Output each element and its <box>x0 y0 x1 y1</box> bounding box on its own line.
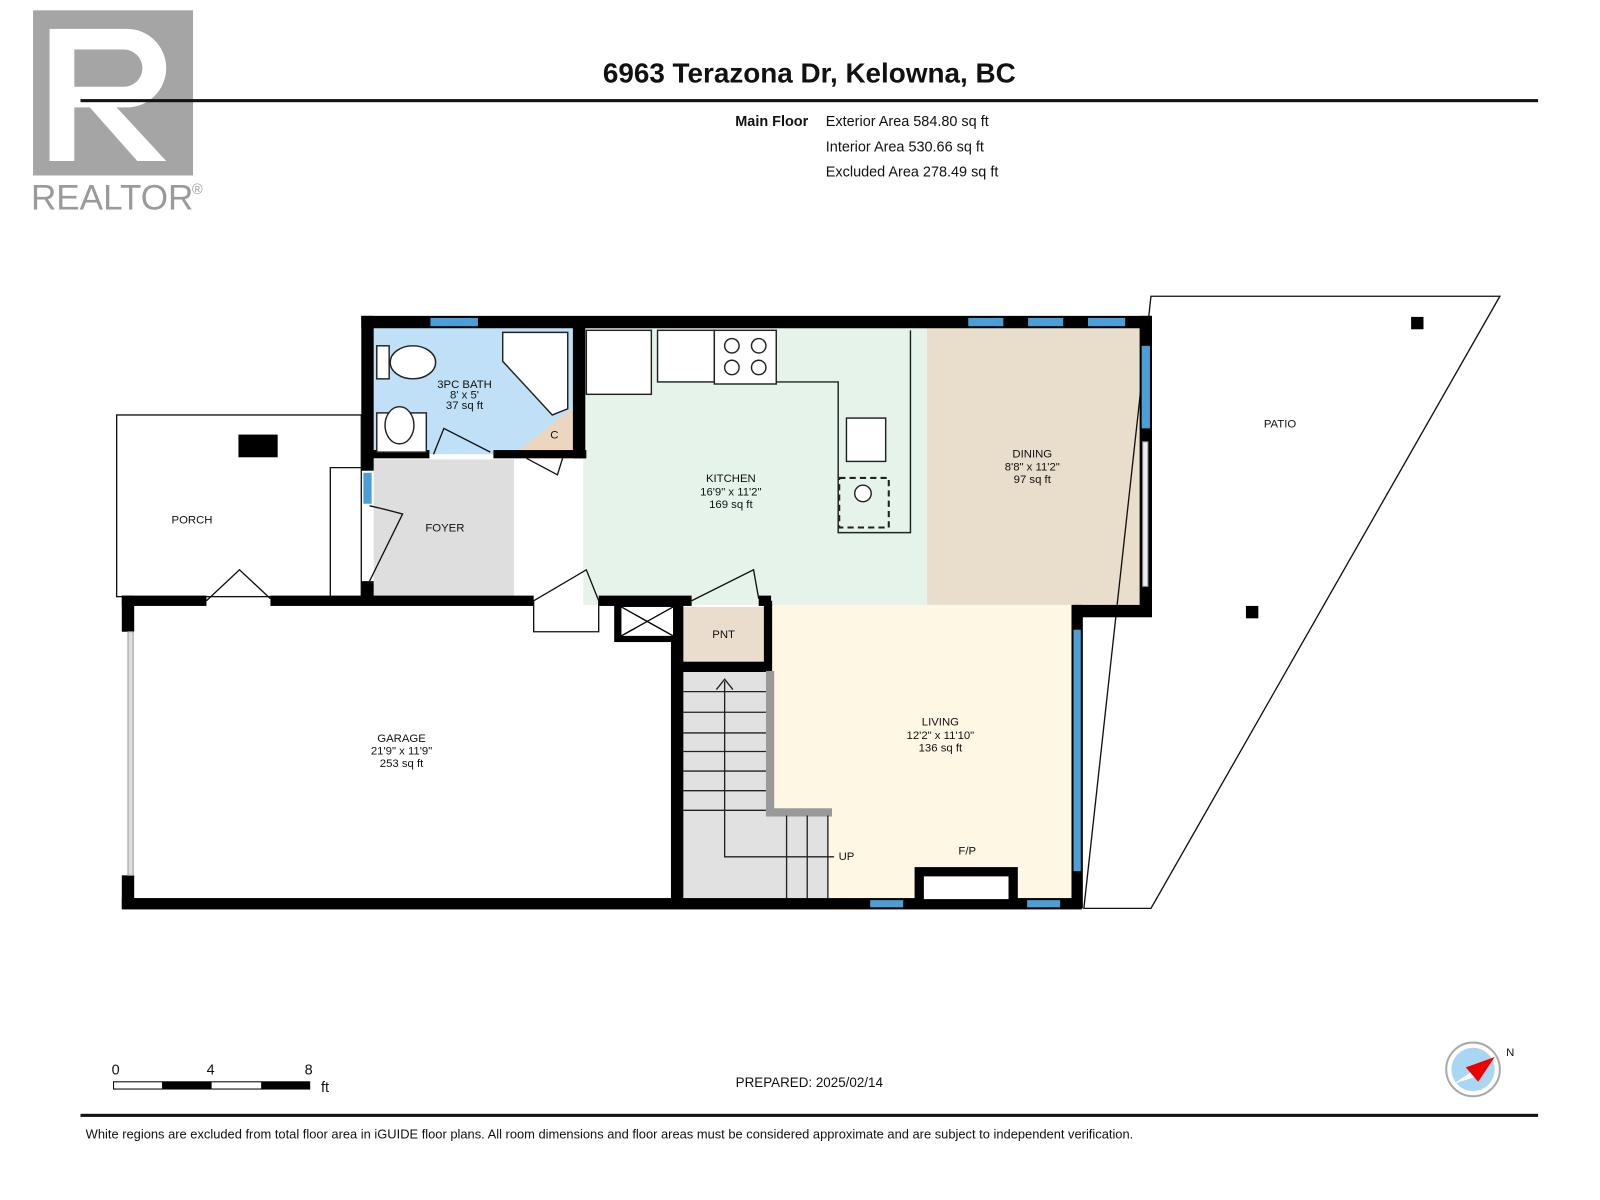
footer-rule <box>80 1113 1539 1117</box>
bath-area: 37 sq ft <box>446 400 484 412</box>
porch-outline <box>115 414 362 598</box>
kitchen-area: 169 sq ft <box>709 499 753 511</box>
bath-dims: 8' x 5' <box>450 389 479 401</box>
fixtures <box>376 329 912 899</box>
scale-unit: ft <box>321 1080 329 1096</box>
room-fills <box>373 328 1146 904</box>
doors <box>205 427 760 633</box>
patio-post <box>1411 316 1424 330</box>
prepared-date: PREPARED: 2025/02/14 <box>736 1075 884 1090</box>
exterior-area: Exterior Area 584.80 sq ft <box>826 114 989 130</box>
windows <box>127 317 1150 908</box>
bath-name: 3PC BATH <box>437 379 492 391</box>
kitchen-dims: 16'9" x 11'2" <box>700 486 761 498</box>
stairs-up-label: UP <box>839 851 855 863</box>
logo-text: REALTOR <box>31 179 193 218</box>
dining-area: 97 sq ft <box>1014 474 1052 486</box>
floor-label: Main Floor <box>735 114 808 130</box>
patio-post <box>1245 605 1259 619</box>
room-pantry <box>683 606 764 662</box>
living-dims: 12'2" x 11'10" <box>907 730 975 742</box>
logo-mark: ® <box>192 182 203 198</box>
kitchen-name: KITCHEN <box>706 473 756 485</box>
realtor-logo: REALTOR ® <box>31 10 203 218</box>
compass-icon: N <box>1445 1041 1514 1098</box>
porch-name: PORCH <box>172 514 213 526</box>
fireplace-label: F/P <box>958 846 976 858</box>
closet-name: C <box>550 430 558 442</box>
scale-tick: 8 <box>305 1063 313 1079</box>
garage-dims: 21'9" x 11'9" <box>371 746 432 758</box>
interior-area: Interior Area 530.66 sq ft <box>826 140 984 156</box>
room-labels: 3PC BATH 8' x 5' 37 sq ft C KITCHEN 16'9… <box>172 379 1297 863</box>
garage-area: 253 sq ft <box>380 758 424 770</box>
garage-name: GARAGE <box>377 733 426 745</box>
room-dining <box>926 328 1146 605</box>
scale-tick: 4 <box>207 1063 215 1079</box>
foyer-name: FOYER <box>425 523 464 535</box>
room-foyer <box>373 459 515 599</box>
scale-tick: 0 <box>112 1063 120 1079</box>
patio-outline <box>1083 295 1502 910</box>
living-area: 136 sq ft <box>919 742 963 754</box>
page-title: 6963 Terazona Dr, Kelowna, BC <box>603 58 1016 89</box>
compass-north-label: N <box>1506 1047 1514 1059</box>
dining-dims: 8'8" x 11'2" <box>1005 462 1060 474</box>
pantry-name: PNT <box>712 629 735 641</box>
footer-disclaimer: White regions are excluded from total fl… <box>86 1127 1134 1142</box>
living-name: LIVING <box>922 717 959 729</box>
porch-post <box>238 434 278 458</box>
excluded-area: Excluded Area 278.49 sq ft <box>826 165 999 181</box>
header-rule <box>80 99 1539 103</box>
room-closet <box>516 407 573 453</box>
scale-bar: 0 4 8 ft <box>112 1063 329 1097</box>
patio-name: PATIO <box>1264 418 1297 430</box>
dining-name: DINING <box>1012 448 1052 460</box>
